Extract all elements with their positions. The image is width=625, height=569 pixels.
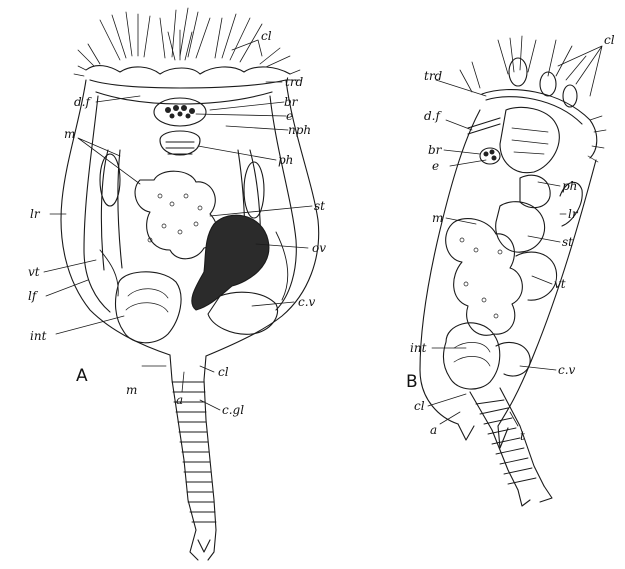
label-a-cl-top: cl bbox=[261, 30, 272, 42]
label-b-cv: c.v bbox=[558, 364, 575, 376]
label-a-ov: ov bbox=[312, 242, 326, 254]
label-b-st: st bbox=[562, 236, 573, 248]
label-a-a: a bbox=[176, 394, 183, 406]
label-b-int: int bbox=[410, 342, 426, 354]
label-a-m-bottom: m bbox=[126, 384, 137, 396]
label-b-t: t bbox=[520, 430, 525, 442]
label-a-int: int bbox=[30, 330, 46, 342]
label-a-df: d.f bbox=[74, 96, 90, 108]
label-a-trd: trd bbox=[285, 76, 303, 88]
rotifer-a-drawing bbox=[61, 8, 319, 560]
label-b-e: e bbox=[432, 160, 439, 172]
label-b-br: br bbox=[428, 144, 441, 156]
label-a-e: e bbox=[286, 110, 293, 122]
rotifer-b-drawing bbox=[420, 36, 606, 506]
label-a-cgl: c.gl bbox=[222, 404, 244, 416]
label-a-cv: c.v bbox=[298, 296, 315, 308]
label-a-st: st bbox=[314, 200, 325, 212]
label-a-vt: vt bbox=[28, 266, 40, 278]
rotifer-a-cilia bbox=[78, 8, 290, 67]
label-b-lr: lr bbox=[568, 208, 578, 220]
label-a-lf: lf bbox=[28, 290, 36, 302]
label-b-ph: ph bbox=[562, 180, 577, 192]
label-a-lr: lr bbox=[30, 208, 40, 220]
label-b-cl-bottom: cl bbox=[414, 400, 425, 412]
label-b-vt: vt bbox=[554, 278, 566, 290]
label-b-df: d.f bbox=[424, 110, 440, 122]
label-a-br: br bbox=[284, 96, 297, 108]
label-b-cl-top: cl bbox=[604, 34, 615, 46]
label-a-ph: ph bbox=[278, 154, 293, 166]
label-b-m: m bbox=[432, 212, 443, 224]
label-a-cl-bottom: cl bbox=[218, 366, 229, 378]
label-a-nph: nph bbox=[288, 124, 311, 136]
label-b-a: a bbox=[430, 424, 437, 436]
label-a-m-top: m bbox=[64, 128, 75, 140]
label-b-trd: trd bbox=[424, 70, 442, 82]
panel-a-letter: A bbox=[76, 368, 88, 385]
panel-b-letter: B bbox=[406, 374, 418, 391]
